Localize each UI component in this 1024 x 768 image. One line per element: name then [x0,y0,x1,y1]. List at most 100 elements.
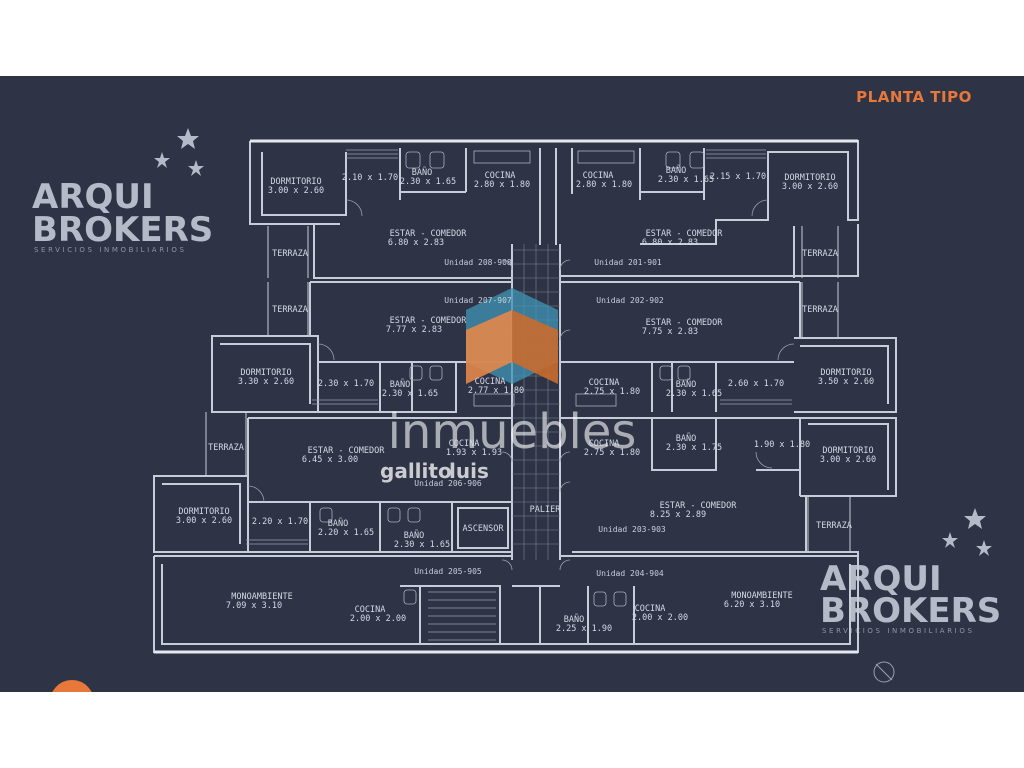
brand-tagline: SERVICIOS INMOBILIARIOS [822,627,974,635]
room-label: MONOAMBIENTE [231,592,292,602]
room-label: BAÑO [676,433,696,444]
room-dimension: 6.20 x 3.10 [724,600,780,610]
room-label: COCINA [475,377,506,387]
room-dimension: 2.20 x 1.65 [318,528,374,538]
fixtures [319,150,705,607]
room-label: DORMITORIO [784,173,835,183]
brand-name-line2: BROKERS [820,591,1001,631]
room-dimension: 7.77 x 2.83 [386,325,442,335]
brand-name-line1: ARQUI [32,177,154,217]
terrace-label: TERRAZA [272,305,308,315]
room-dimension: 2.30 x 1.75 [666,443,722,453]
star-icon [964,508,986,529]
watermark-sub-light: luis [449,459,489,483]
room-dimension: 3.00 x 2.60 [176,516,232,526]
page-title: PLANTA TIPO [856,88,972,106]
room-dimension: 2.80 x 1.80 [474,180,530,190]
room-dimension: 7.09 x 3.10 [226,601,282,611]
room-dimension: 6.80 x 2.83 [388,238,444,248]
room-dimension: 2.25 x 1.90 [556,624,612,634]
star-icon [177,128,199,149]
room-dimension: 2.77 x 1.80 [468,386,524,396]
room-dimension: 2.30 x 1.65 [666,389,722,399]
room-label: DORMITORIO [240,368,291,378]
room-label: ESTAR - COMEDOR [646,318,724,328]
unit-label: Unidad 207-907 [444,296,512,305]
room-label: BAÑO [564,614,584,625]
elevator-label: ASCENSOR [463,524,505,534]
watermark-cube-right-icon [512,310,558,384]
room-label: DORMITORIO [178,507,229,517]
room-dimension: 1.93 x 1.93 [446,448,502,458]
unit-label: Unidad 208-908 [444,258,512,267]
watermark-sub-bold: gallito [380,459,452,483]
watermark-text: inmuebles [388,404,637,460]
terrace-label: TERRAZA [802,305,838,315]
room-dimension: 2.15 x 1.70 [710,172,766,182]
unit-label: Unidad 206-906 [414,479,482,488]
unit-label: Unidad 202-902 [596,296,664,305]
star-icon [976,540,992,556]
room-dimension: 2.60 x 1.70 [728,379,784,389]
room-label: ESTAR - COMEDOR [308,446,386,456]
room-dimension: 8.25 x 2.89 [650,510,706,520]
room-dimension: 6.80 x 2.83 [642,238,698,248]
room-dimension: 2.00 x 2.00 [632,613,688,623]
room-label: BAÑO [328,518,348,529]
brand-tagline: SERVICIOS INMOBILIARIOS [34,246,186,254]
room-dimension: 1.90 x 1.80 [754,440,810,450]
terrace-label: TERRAZA [802,249,838,259]
room-label: BAÑO [390,379,410,390]
brand-logo-bottom: ARQUI BROKERS SERVICIOS INMOBILIARIOS [820,508,1001,635]
room-dimension: 3.50 x 2.60 [818,377,874,387]
landing-label: PALIER [530,505,562,515]
brand-name-line2: BROKERS [32,210,213,250]
room-label: ESTAR - COMEDOR [660,501,738,511]
unit-label: Unidad 203-903 [598,525,666,534]
footer-logo [0,680,1024,768]
room-dimension: 2.30 x 1.65 [394,540,450,550]
room-label: COCINA [589,439,620,449]
room-dimension: 7.75 x 2.83 [642,327,698,337]
room-label: COCINA [449,439,480,449]
room-labels: DORMITORIO 3.00 x 2.60 2.10 x 1.70 BAÑO … [176,165,876,634]
star-icon [942,532,958,548]
room-label: COCINA [485,171,516,181]
room-dimension: 2.75 x 1.80 [584,387,640,397]
terrace-label: TERRAZA [816,521,852,531]
room-dimension: 2.30 x 1.65 [658,175,714,185]
room-dimension: 2.75 x 1.80 [584,448,640,458]
room-label: DORMITORIO [820,368,871,378]
room-dimension: 3.30 x 2.60 [238,377,294,387]
room-label: COCINA [355,605,386,615]
room-label: ESTAR - COMEDOR [390,316,468,326]
star-icon [188,160,204,176]
star-icon [154,152,170,168]
room-dimension: 2.30 x 1.65 [400,177,456,187]
corridor-tiles [512,244,560,560]
room-dimension: 3.00 x 2.60 [268,186,324,196]
room-dimension: 2.30 x 1.70 [318,379,374,389]
room-label: COCINA [583,171,614,181]
unit-label: Unidad 204-904 [596,569,664,578]
walls [153,140,897,653]
stairs [428,591,496,641]
outer-walls [154,139,858,654]
room-dimension: 6.45 x 3.00 [302,455,358,465]
room-label: ESTAR - COMEDOR [390,229,468,239]
room-dimension: 3.00 x 2.60 [782,182,838,192]
room-dimension: 2.00 x 2.00 [350,614,406,624]
watermark-subtext: gallito luis [380,459,489,483]
room-dimension: 2.80 x 1.80 [576,180,632,190]
unit-label: Unidad 201-901 [594,258,662,267]
terrace-railings [205,226,851,552]
terrace-label: TERRAZA [208,443,244,453]
room-label: COCINA [635,604,666,614]
room-dimension: 2.20 x 1.70 [252,517,308,527]
terrace-label: TERRAZA [272,249,308,259]
room-label: BAÑO [404,530,424,541]
brand-logo-top: ARQUI BROKERS SERVICIOS INMOBILIARIOS [32,128,213,254]
brand-name-line1: ARQUI [820,559,942,599]
window-hatching [246,149,792,545]
room-label: BAÑO [666,165,686,176]
